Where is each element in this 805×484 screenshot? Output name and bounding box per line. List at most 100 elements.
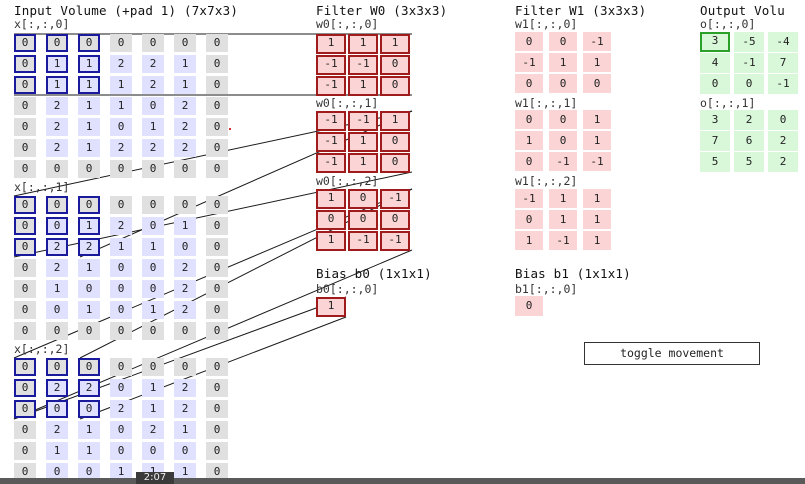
w0-cell: -1 — [348, 231, 378, 251]
w0-cell: 0 — [348, 210, 378, 230]
output-slice-label-1: o[:,:,1] — [700, 96, 756, 110]
input-cell: 0 — [206, 259, 228, 277]
input-cell: 2 — [46, 259, 68, 277]
input-cell: 1 — [142, 400, 164, 418]
input-cell: 2 — [142, 421, 164, 439]
w1-cell: 0 — [515, 152, 543, 171]
w1-cell: 0 — [515, 110, 543, 129]
filter-w1-title: Filter W1 (3x3x3) — [515, 3, 647, 18]
w0-cell: -1 — [380, 189, 410, 209]
input-cell: 0 — [142, 160, 164, 178]
input-cell: 1 — [78, 118, 100, 136]
input-cell: 0 — [78, 358, 100, 376]
w0-cell: -1 — [316, 132, 346, 152]
w0-cell: 1 — [316, 34, 346, 54]
output-cell: 5 — [700, 152, 730, 172]
input-cell: 0 — [46, 358, 68, 376]
w0-cell: -1 — [316, 153, 346, 173]
output-cell: 3 — [700, 110, 730, 130]
input-cell: 0 — [46, 196, 68, 214]
input-cell: 0 — [110, 421, 132, 439]
w1-cell: 1 — [549, 53, 577, 72]
cursor-dot — [229, 128, 231, 130]
input-cell: 0 — [14, 196, 36, 214]
input-cell: 1 — [46, 76, 68, 94]
input-cell: 0 — [206, 301, 228, 319]
input-cell: 0 — [142, 196, 164, 214]
w1-cell: 0 — [549, 110, 577, 129]
w0-cell: -1 — [316, 55, 346, 75]
input-cell: 0 — [206, 358, 228, 376]
input-cell: 0 — [14, 55, 36, 73]
input-cell: 0 — [110, 442, 132, 460]
video-time-tooltip: 2:07 — [136, 472, 174, 484]
input-cell: 0 — [46, 160, 68, 178]
input-cell: 0 — [46, 34, 68, 52]
input-cell: 1 — [174, 463, 196, 481]
input-cell: 0 — [110, 118, 132, 136]
input-cell: 0 — [78, 463, 100, 481]
input-cell: 0 — [14, 280, 36, 298]
input-cell: 0 — [206, 280, 228, 298]
input-cell: 0 — [46, 322, 68, 340]
w0-cell: 0 — [380, 76, 410, 96]
w0-cell: 1 — [316, 189, 346, 209]
input-cell: 0 — [14, 217, 36, 235]
output-cell: -5 — [734, 32, 764, 52]
output-cell: -4 — [768, 32, 798, 52]
output-cell: 2 — [768, 152, 798, 172]
toggle-movement-button[interactable]: toggle movement — [584, 342, 760, 365]
output-cell: 3 — [700, 32, 730, 52]
input-cell: 0 — [14, 322, 36, 340]
input-cell: 1 — [78, 55, 100, 73]
w0-cell: -1 — [348, 111, 378, 131]
w1-cell: 1 — [583, 189, 611, 208]
input-cell: 1 — [46, 55, 68, 73]
w1-cell: -1 — [515, 189, 543, 208]
w1-cell: 1 — [583, 53, 611, 72]
input-cell: 2 — [174, 259, 196, 277]
input-cell: 1 — [46, 442, 68, 460]
input-cell: 0 — [174, 358, 196, 376]
w0-cell: -1 — [316, 76, 346, 96]
input-volume-title: Input Volume (+pad 1) (7x7x3) — [14, 3, 239, 18]
bias-b1-cell: 0 — [515, 296, 543, 316]
w0-cell: 0 — [380, 55, 410, 75]
input-cell: 1 — [78, 421, 100, 439]
input-cell: 0 — [46, 301, 68, 319]
input-cell: 2 — [142, 139, 164, 157]
w1-cell: 1 — [515, 231, 543, 250]
input-cell: 2 — [78, 238, 100, 256]
w1-cell: 1 — [583, 210, 611, 229]
video-progress-bar[interactable] — [0, 478, 805, 484]
input-cell: 0 — [206, 217, 228, 235]
output-cell: -1 — [734, 53, 764, 73]
input-cell: 0 — [110, 160, 132, 178]
input-cell: 0 — [142, 34, 164, 52]
input-cell: 0 — [14, 442, 36, 460]
input-cell: 0 — [46, 217, 68, 235]
input-cell: 2 — [174, 97, 196, 115]
input-cell: 1 — [142, 301, 164, 319]
input-cell: 1 — [110, 76, 132, 94]
w1-cell: 0 — [515, 32, 543, 51]
input-cell: 1 — [78, 139, 100, 157]
input-cell: 2 — [46, 238, 68, 256]
input-cell: 1 — [142, 238, 164, 256]
w1-slice-label-0: w1[:,:,0] — [515, 17, 578, 31]
input-cell: 0 — [206, 118, 228, 136]
input-cell: 1 — [46, 280, 68, 298]
bias-b1-title: Bias b1 (1x1x1) — [515, 266, 631, 281]
w1-cell: 0 — [549, 32, 577, 51]
input-cell: 0 — [110, 259, 132, 277]
input-cell: 0 — [206, 139, 228, 157]
input-cell: 0 — [78, 160, 100, 178]
input-cell: 0 — [78, 196, 100, 214]
input-cell: 1 — [174, 76, 196, 94]
input-slice-label-1: x[:,:,1] — [14, 180, 70, 194]
w1-cell: 1 — [583, 231, 611, 250]
input-slice-label-0: x[:,:,0] — [14, 17, 70, 31]
input-cell: 0 — [206, 421, 228, 439]
output-cell: 0 — [700, 74, 730, 94]
input-cell: 0 — [110, 379, 132, 397]
